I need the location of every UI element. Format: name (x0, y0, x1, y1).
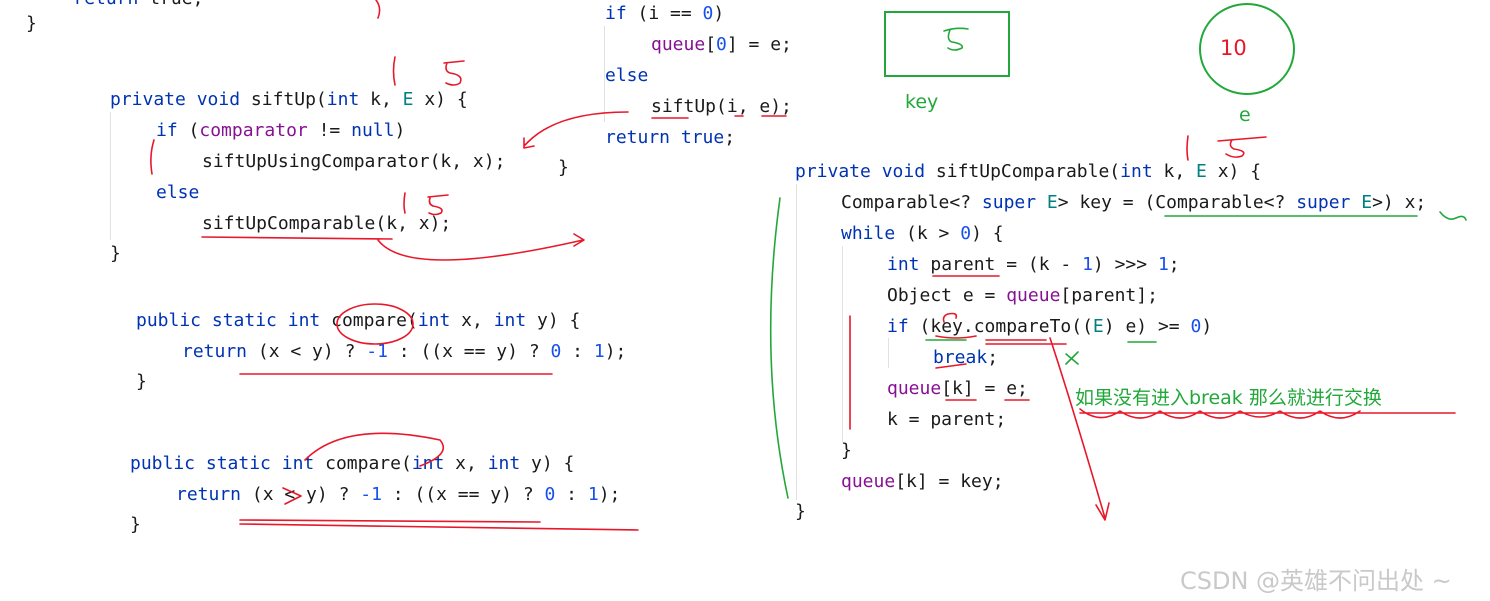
ink-stroke (1065, 351, 1079, 365)
ink-stroke (375, 0, 381, 19)
indent-guide (888, 338, 889, 368)
underline (925, 339, 1157, 343)
key-box-label: key (905, 91, 939, 113)
code-line: siftUp(i, e); (651, 96, 792, 117)
ink-stroke (1439, 211, 1467, 221)
closing-brace: } (841, 440, 852, 461)
code-line: Object e = queue[parent]; (887, 285, 1158, 306)
indent-guide (842, 246, 843, 442)
key-box (884, 11, 1010, 77)
code-line: if (i == 0) (605, 3, 725, 24)
indent-guide (604, 26, 605, 122)
ink-stroke (150, 139, 155, 175)
code-line: return (x < y) ? -1 : ((x == y) ? 0 : 1)… (176, 484, 621, 505)
code-line: return (x < y) ? -1 : ((x == y) ? 0 : 1)… (182, 341, 627, 362)
code-line: if (comparator != null) (156, 120, 406, 141)
code-line: queue[k] = e; (887, 378, 1028, 399)
code-line: break; (933, 347, 999, 368)
siftup-signature: private void siftUp(int k, E x) { (110, 89, 468, 110)
code-line: if (key.compareTo((E) e) >= 0) (887, 316, 1213, 337)
compare-signature: public static int compare(int x, int y) … (130, 453, 575, 474)
code-line: return true; (30, 0, 203, 10)
underline (239, 519, 639, 531)
indent-guide (110, 112, 111, 240)
watermark: CSDN @英雄不问出处 ~ (1180, 567, 1452, 595)
arrow-down (1049, 337, 1110, 521)
closing-brace: } (558, 157, 569, 178)
arrow-to-siftupcomparable (377, 233, 585, 261)
code-line: queue[0] = e; (651, 34, 792, 55)
closing-brace: } (26, 13, 37, 34)
code-line: else (156, 182, 200, 203)
code-line: siftUpComparable(k, x); (202, 213, 452, 234)
siftupcomparable-signature: private void siftUpComparable(int k, E x… (795, 161, 1262, 182)
code-line: siftUpUsingComparator(k, x); (202, 151, 506, 172)
ink-stroke (403, 192, 449, 216)
code-line: while (k > 0) { (841, 223, 1004, 244)
bracket (769, 197, 789, 499)
circle-label: e (1239, 104, 1251, 126)
underline-wavy (1079, 408, 1456, 419)
code-line: k = parent; (887, 409, 1007, 430)
code-line: int parent = (k - 1) >>> 1; (887, 254, 1180, 275)
closing-brace: } (130, 514, 141, 535)
ink-stroke (1186, 135, 1267, 161)
compare-signature: public static int compare(int x, int y) … (136, 310, 581, 331)
underline (201, 236, 393, 240)
ink-stroke (392, 56, 396, 86)
circle-value: 10 (1220, 36, 1247, 60)
closing-brace: } (110, 243, 121, 264)
closing-brace: } (795, 501, 806, 522)
closing-brace: } (136, 371, 147, 392)
code-line: return true; (605, 127, 736, 148)
code-line: queue[k] = key; (841, 471, 1004, 492)
indent-guide (796, 184, 797, 500)
ink-stroke (443, 60, 465, 86)
swap-note: 如果没有进入break 那么就进行交换 (1075, 387, 1382, 409)
code-line: else (605, 65, 649, 86)
e-circle (1199, 3, 1295, 95)
code-line: Comparable<? super E> key = (Comparable<… (841, 192, 1427, 213)
